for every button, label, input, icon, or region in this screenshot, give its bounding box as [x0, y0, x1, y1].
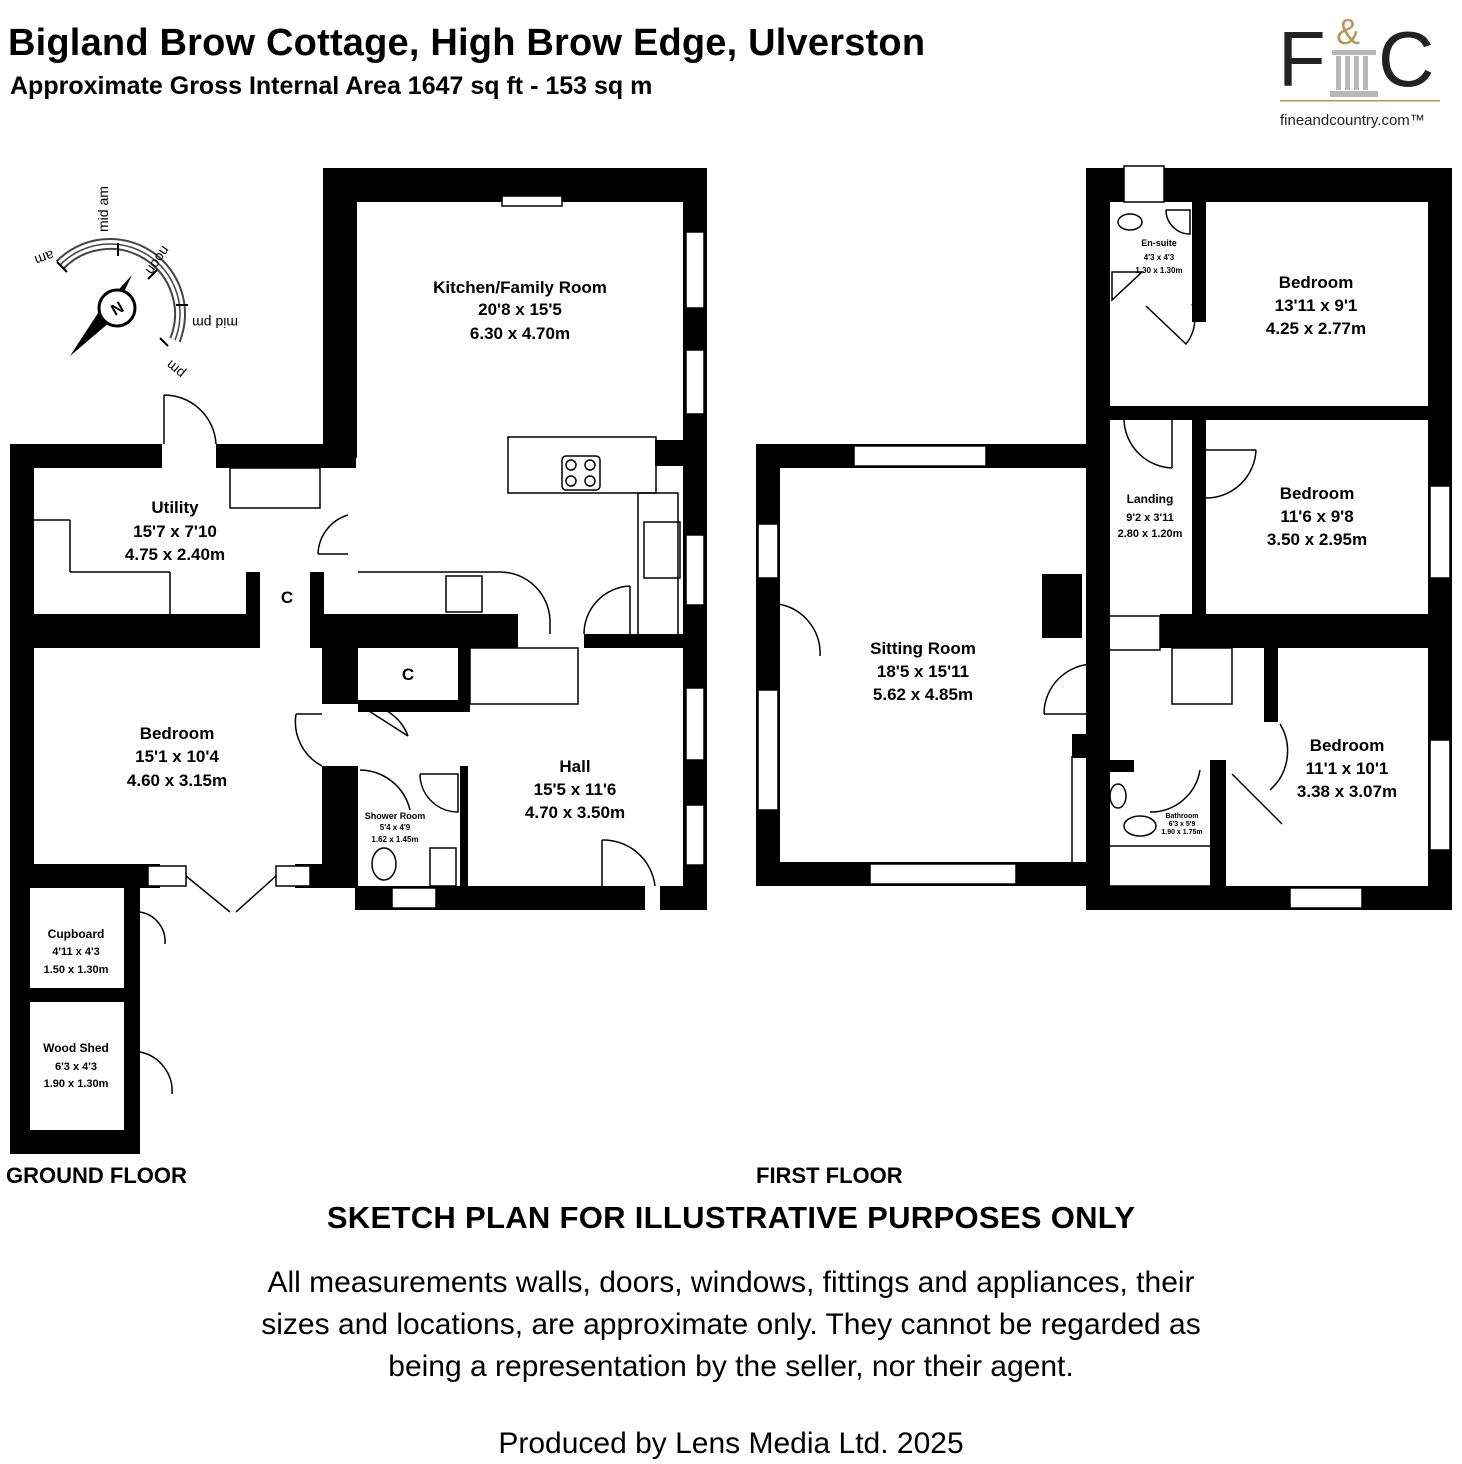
bedroom-3-metric: 3.38 x 3.07m — [1297, 782, 1397, 801]
cupboard-c2-label: C — [402, 665, 414, 684]
producer-credit: Produced by Lens Media Ltd. 2025 — [498, 1427, 964, 1460]
disclaimer-line: All measurements walls, doors, windows, … — [267, 1266, 1195, 1299]
woodshed-name: Wood Shed — [43, 1041, 109, 1055]
wardrobe-label: W — [1231, 620, 1248, 639]
landing-name: Landing — [1127, 492, 1174, 506]
bathroom-imperial: 6'3 x 5'9 — [1169, 821, 1196, 828]
bedroom-2-imperial: 11'6 x 9'8 — [1280, 507, 1353, 526]
kitchen-name: Kitchen/Family Room — [433, 278, 607, 297]
svg-text:C: C — [1378, 15, 1434, 103]
ensuite-imperial: 4'3 x 4'3 — [1144, 253, 1175, 262]
ground-bedroom-name: Bedroom — [140, 724, 215, 743]
svg-text:&: & — [1336, 11, 1360, 52]
ground-bedroom-imperial: 15'1 x 10'4 — [135, 747, 219, 766]
sitting-room-metric: 5.62 x 4.85m — [873, 685, 973, 704]
svg-text:F: F — [1278, 15, 1326, 103]
floor-plan-drawing: N am mid am noon mid pm pm — [6, 165, 1452, 1188]
plan-title: Bigland Brow Cottage, High Brow Edge, Ul… — [8, 22, 926, 64]
disclaimer: All measurements walls, doors, windows, … — [0, 1262, 1462, 1388]
first-floor-label: FIRST FLOOR — [756, 1163, 903, 1188]
disclaimer-line: sizes and locations, are approximate onl… — [261, 1308, 1201, 1341]
bedroom-2-name: Bedroom — [1280, 484, 1355, 503]
cupboard-metric: 1.50 x 1.30m — [44, 964, 109, 976]
hall-name: Hall — [559, 757, 590, 776]
cupboard-imperial: 4'11 x 4'3 — [52, 946, 99, 958]
compass-mid-pm-label: mid pm — [192, 315, 238, 331]
kitchen-imperial: 20'8 x 15'5 — [478, 300, 562, 319]
gross-area-subtitle: Approximate Gross Internal Area 1647 sq … — [10, 72, 653, 100]
utility-metric: 4.75 x 2.40m — [125, 545, 225, 564]
landing-metric: 2.80 x 1.20m — [1118, 528, 1183, 540]
ground-floor-fittings — [30, 394, 681, 1095]
shower-room-metric: 1.62 x 1.45m — [371, 835, 418, 844]
landing-imperial: 9'2 x 3'11 — [1126, 512, 1173, 524]
bedroom-1-imperial: 13'11 x 9'1 — [1275, 296, 1358, 315]
shower-room-imperial: 5'4 x 4'9 — [380, 823, 411, 832]
first-floor-windows — [757, 165, 1451, 909]
hall-imperial: 15'5 x 11'6 — [534, 780, 617, 799]
cupboard-name: Cupboard — [48, 927, 105, 941]
brand-url: fineandcountry.com™ — [1280, 112, 1425, 129]
bedroom-1-metric: 4.25 x 2.77m — [1266, 319, 1366, 338]
fine-and-country-logo: F C & — [1278, 11, 1440, 103]
disclaimer-line: being a representation by the seller, no… — [388, 1350, 1074, 1383]
compass-mid-am-label: mid am — [95, 186, 111, 232]
woodshed-imperial: 6'3 x 4'3 — [55, 1061, 97, 1073]
bedroom-1-name: Bedroom — [1279, 273, 1354, 292]
compass-am-label: am — [33, 247, 57, 269]
sketch-plan-heading: SKETCH PLAN FOR ILLUSTRATIVE PURPOSES ON… — [326, 1200, 1136, 1235]
bedroom-3-name: Bedroom — [1310, 736, 1385, 755]
kitchen-metric: 6.30 x 4.70m — [470, 324, 570, 343]
woodshed-metric: 1.90 x 1.30m — [44, 1078, 109, 1090]
hall-metric: 4.70 x 3.50m — [525, 803, 625, 822]
bedroom-2-metric: 3.50 x 2.95m — [1267, 530, 1367, 549]
ground-bedroom-metric: 4.60 x 3.15m — [127, 771, 227, 790]
bathroom-name: Bathroom — [1165, 813, 1198, 820]
compass: N am mid am noon mid pm pm — [33, 186, 238, 382]
cupboard-c1-label: C — [281, 588, 293, 607]
bathroom-metric: 1.90 x 1.75m — [1161, 829, 1202, 836]
sitting-room-name: Sitting Room — [870, 639, 976, 658]
bedroom-3-imperial: 11'1 x 10'1 — [1306, 759, 1389, 778]
compass-pm-label: pm — [163, 357, 188, 382]
ensuite-metric: 1.30 x 1.30m — [1135, 266, 1182, 275]
sitting-room-imperial: 18'5 x 15'11 — [877, 662, 969, 681]
utility-name: Utility — [151, 498, 199, 517]
ground-floor-windows — [147, 195, 705, 909]
shower-room-name: Shower Room — [365, 811, 426, 821]
utility-imperial: 15'7 x 7'10 — [133, 522, 217, 541]
ground-floor-label: GROUND FLOOR — [6, 1163, 187, 1188]
first-floor-fittings — [777, 209, 1289, 887]
ensuite-name: En-suite — [1141, 238, 1177, 248]
